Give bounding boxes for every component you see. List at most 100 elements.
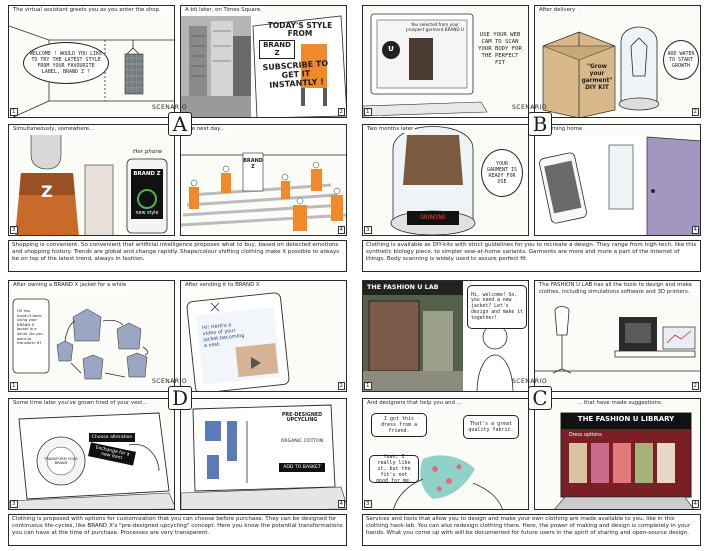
times-square-buildings bbox=[181, 15, 346, 117]
panel-d1: After owning a BRAND X jacket for a whil… bbox=[8, 280, 175, 392]
store-sign: THE FASHION U LAB bbox=[367, 283, 439, 291]
panel-number: 4 bbox=[691, 226, 699, 234]
panel-caption: Some time later you've grown tired of yo… bbox=[11, 400, 150, 407]
scenario-letter: B bbox=[528, 112, 552, 136]
panel-b4: Returning home 4 bbox=[534, 124, 701, 236]
panel-b3: Two months later GROWING YOUR GARMENT IS… bbox=[362, 124, 529, 236]
panel-number: 3 bbox=[364, 500, 372, 508]
panel-caption: Simultaneously, somewhere... bbox=[11, 126, 97, 133]
panel-caption: The next day... bbox=[183, 126, 227, 133]
panel-c3: And designers that help you and ... I go… bbox=[362, 398, 529, 510]
panel-a2: A bit later, on Times Square. TODAY'S ST… bbox=[180, 5, 347, 118]
speech-bubble: Hi, welcome! So, you need a new jacket? … bbox=[467, 285, 527, 329]
speech-bubble: ADD WATER TO START GROWTH bbox=[663, 40, 699, 80]
panel-number: 1 bbox=[364, 108, 372, 116]
panel-caption: Two months later bbox=[365, 126, 416, 133]
phone-icon bbox=[539, 152, 587, 224]
library-title: THE FASHION U LIBRARY bbox=[577, 415, 675, 423]
scenario-label: SCENARIO bbox=[512, 378, 548, 385]
panel-number: 1 bbox=[10, 382, 18, 390]
panel-number: 3 bbox=[364, 226, 372, 234]
panel-number: 1 bbox=[10, 108, 18, 116]
phone-icon bbox=[12, 298, 50, 374]
speech-bubble: USE YOUR WEB CAM TO SCAN YOUR BODY FOR T… bbox=[478, 31, 522, 66]
panel-number: 4 bbox=[691, 500, 699, 508]
panel-caption: The FASHION U LAB has all the tools to d… bbox=[537, 282, 698, 295]
panel-a4: The next day... BRAND Z 4 bbox=[180, 124, 347, 236]
speech-bubble: YOUR GARMENT IS READY FOR USE bbox=[481, 149, 523, 197]
panel-number: 4 bbox=[337, 500, 345, 508]
panel-c2: The FASHION U LAB has all the tools to d… bbox=[534, 280, 701, 392]
scenario-label: SCENARIO bbox=[152, 104, 188, 111]
panel-b1: U You selected from your prospect garmen… bbox=[362, 5, 529, 118]
mannequin-icon bbox=[552, 306, 572, 374]
library-subtitle: Dress options bbox=[569, 433, 602, 438]
laptop-screen-text: You selected from your prospect garment … bbox=[406, 22, 464, 32]
panel-number: 2 bbox=[691, 382, 699, 390]
returning-home-scene bbox=[535, 136, 700, 235]
speech-bubble: WELCOME ! WOULD YOU LIKE TO TRY THE LATE… bbox=[23, 42, 109, 84]
closet-scene bbox=[15, 135, 168, 235]
phone-label: Her phone bbox=[133, 149, 163, 155]
scenario-label: SCENARIO bbox=[152, 378, 188, 385]
panel-caption: Returning home bbox=[537, 126, 585, 133]
hanger-icon bbox=[126, 40, 140, 55]
tablet-video bbox=[186, 292, 290, 391]
panel-a1: The virtual assistant greets you as you … bbox=[8, 5, 175, 118]
printer-icon bbox=[619, 317, 657, 351]
speech-bubble-designer: That's a great quality fabric. bbox=[463, 415, 519, 439]
store-sign: BRAND Z bbox=[243, 158, 263, 170]
speech-bubble-customer: I got this dress from a friend. bbox=[371, 413, 427, 437]
lab-tools bbox=[535, 306, 700, 374]
panel-d2: After sending it to BRAND X Hi! Here's a… bbox=[180, 280, 347, 392]
panel-number: 4 bbox=[337, 226, 345, 234]
billboard-brand: BRAND Z bbox=[259, 40, 295, 60]
door-icon bbox=[646, 136, 700, 235]
panel-number: 2 bbox=[691, 108, 699, 116]
panel-c1: THE FASHION U LAB Hi, welcome! So, you n… bbox=[362, 280, 529, 392]
scenario-a-marker: SCENARIO A bbox=[152, 104, 204, 144]
scenario-d-marker: SCENARIO D bbox=[152, 378, 204, 418]
kit-box-label: "Grow your garment" DIY KIT bbox=[581, 64, 613, 91]
phone-brand: BRAND Z bbox=[133, 171, 161, 177]
speech-bubble-customer-reply: Yeah, I really like it, but the fit's no… bbox=[369, 454, 419, 484]
panel-caption: ... that have made suggestions. bbox=[575, 400, 665, 407]
scenario-letter: C bbox=[528, 386, 552, 410]
jacket-logo: Z bbox=[41, 182, 53, 201]
panel-number: 3 bbox=[10, 226, 18, 234]
scenario-b-marker: SCENARIO B bbox=[512, 104, 564, 144]
grown-garment-dome bbox=[390, 126, 476, 235]
add-to-basket-button[interactable]: ADD TO BASKET bbox=[279, 463, 325, 472]
diy-kit-scene bbox=[542, 26, 660, 117]
panel-number: 3 bbox=[10, 500, 18, 508]
brand-u-logo: U bbox=[388, 45, 394, 53]
panel-caption: After delivery bbox=[537, 7, 578, 14]
panel-c4: ... that have made suggestions. THE FASH… bbox=[534, 398, 701, 510]
dial-label: TRANSFORM YOUR BRAND bbox=[44, 457, 78, 465]
panel-number: 1 bbox=[364, 382, 372, 390]
scenario-label: SCENARIO bbox=[512, 104, 548, 111]
scenario-b-description: Clothing is available as DIY-kits with s… bbox=[362, 240, 701, 272]
choose-alteration-button[interactable]: Choose alteration bbox=[89, 433, 135, 442]
panel-caption: After owning a BRAND X jacket for a whil… bbox=[11, 282, 129, 289]
scenario-letter: D bbox=[168, 386, 192, 410]
dome-icon bbox=[618, 26, 660, 111]
panel-number: 2 bbox=[337, 382, 345, 390]
panel-number: 2 bbox=[337, 108, 345, 116]
library-screen bbox=[554, 412, 694, 509]
material-option: ORGANIC COTTON bbox=[280, 439, 324, 444]
upcycling-heading: PRE-DESIGNED UPCYCLING bbox=[281, 413, 323, 423]
panel-d3: Some time later you've grown tired of yo… bbox=[8, 398, 175, 510]
crosswalk-scene bbox=[181, 152, 346, 231]
phone-status: new style bbox=[135, 211, 159, 216]
scenario-a-description: Shopping is convenient. So convenient th… bbox=[8, 240, 347, 272]
scenario-c-description: Services and tools that allow you to des… bbox=[362, 514, 701, 546]
panel-b2: After delivery "Grow your garment" DIY K… bbox=[534, 5, 701, 118]
panel-caption: And designers that help you and ... bbox=[365, 400, 464, 407]
billboard-subscribe: SUBSCRIBE TO GET IT INSTANTLY ! bbox=[262, 58, 329, 90]
panel-a3: Simultaneously, somewhere... Z Her phone… bbox=[8, 124, 175, 236]
billboard-headline: TODAY'S STYLE FROM bbox=[267, 21, 333, 39]
laptop-icon bbox=[363, 13, 488, 117]
tablet-message: Hi! Here's a video of your jacket becomi… bbox=[201, 322, 245, 350]
scenario-c-marker: SCENARIO C bbox=[512, 378, 564, 418]
